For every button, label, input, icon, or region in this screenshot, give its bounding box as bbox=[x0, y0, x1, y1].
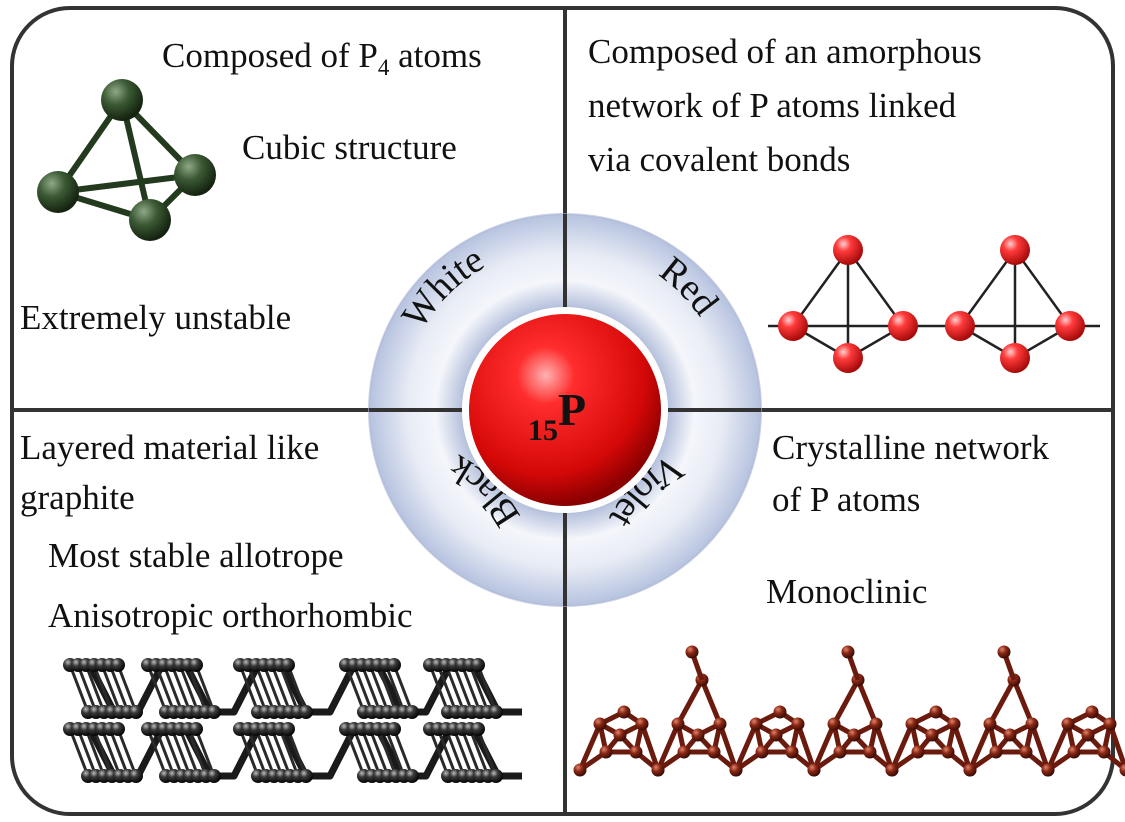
element-number: 15 bbox=[528, 414, 558, 447]
black-stability-text: Most stable allotrope bbox=[48, 536, 344, 575]
black-line-2: graphite bbox=[20, 478, 135, 517]
element-symbol: P bbox=[558, 384, 586, 435]
violet-cage bbox=[963, 645, 1055, 777]
white-phosphorus-atoms bbox=[37, 79, 216, 241]
black-structure-text: Anisotropic orthorhombic bbox=[48, 596, 413, 635]
violet-line-2: of P atoms bbox=[772, 480, 921, 519]
red-line-1: Composed of an amorphous bbox=[588, 32, 982, 71]
violet-line-1: Crystalline network bbox=[772, 428, 1050, 467]
violet-structure-text: Monoclinic bbox=[766, 572, 928, 611]
white-structure-text: Cubic structure bbox=[242, 128, 457, 167]
violet-cage bbox=[807, 645, 899, 777]
black-layer bbox=[63, 658, 522, 719]
black-phosphorus-layers bbox=[63, 658, 522, 783]
violet-cage bbox=[1041, 705, 1125, 777]
violet-cage bbox=[651, 645, 743, 777]
center-sphere bbox=[469, 314, 661, 506]
white-stability-text: Extremely unstable bbox=[20, 298, 292, 337]
red-line-2: network of P atoms linked bbox=[588, 86, 957, 125]
red-line-3: via covalent bonds bbox=[588, 140, 851, 179]
white-composed-text: Composed of P4 atoms bbox=[162, 36, 482, 80]
violet-cage bbox=[573, 705, 665, 777]
red-phosphorus-atoms bbox=[778, 235, 1085, 373]
violet-phosphorus-network bbox=[573, 645, 1125, 777]
black-line-1: Layered material like bbox=[20, 428, 320, 467]
black-layer bbox=[63, 722, 522, 783]
